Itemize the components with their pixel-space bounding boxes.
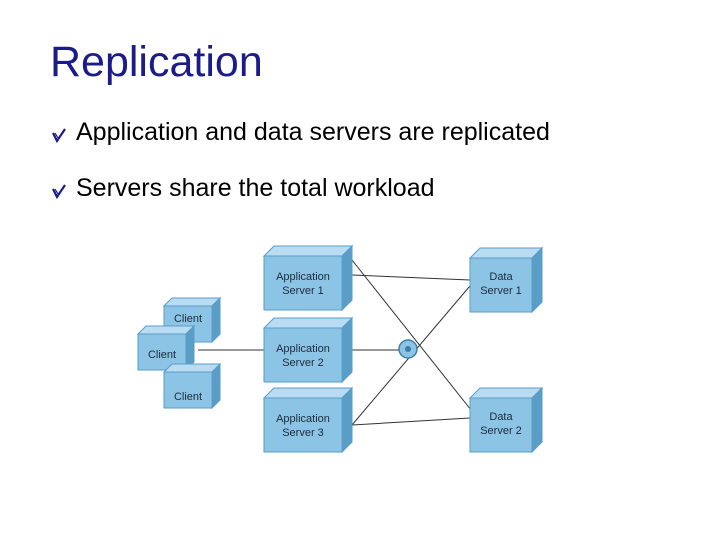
network-hub-icon	[398, 339, 418, 359]
app-server-box: Application Server 2	[262, 316, 354, 384]
data-server-line1: Data	[489, 411, 513, 423]
app-server-box: Application Server 3	[262, 386, 354, 454]
client-label: Client	[174, 391, 202, 403]
app-server-line2: Server 3	[282, 427, 324, 439]
client-box: Client	[162, 362, 222, 410]
client-label: Client	[174, 313, 202, 325]
slide-title: Replication	[50, 38, 263, 86]
data-server-line2: Server 2	[480, 425, 522, 437]
line-app1-data2	[351, 259, 476, 416]
bullet-text: Servers share the total workload	[76, 174, 435, 202]
data-server-box: Data Server 2	[468, 386, 544, 454]
checkmark-bullet-icon	[52, 184, 66, 200]
checkmark-bullet-icon	[52, 128, 66, 144]
data-server-line1: Data	[489, 271, 513, 283]
app-server-line2: Server 1	[282, 285, 324, 297]
line-app3-data2	[351, 417, 471, 426]
app-server-line1: Application	[276, 271, 330, 283]
bullet-text: Application and data servers are replica…	[76, 118, 550, 146]
client-label: Client	[148, 349, 176, 361]
data-server-line2: Server 1	[480, 285, 522, 297]
app-server-box: Application Server 1	[262, 244, 354, 312]
line-app1-data1	[351, 274, 471, 281]
app-server-line1: Application	[276, 413, 330, 425]
replication-diagram: Client Client Client Application Server …	[136, 244, 544, 454]
client-box: Client	[136, 324, 196, 372]
data-server-box: Data Server 1	[468, 246, 544, 314]
app-server-line1: Application	[276, 343, 330, 355]
app-server-line2: Server 2	[282, 357, 324, 369]
